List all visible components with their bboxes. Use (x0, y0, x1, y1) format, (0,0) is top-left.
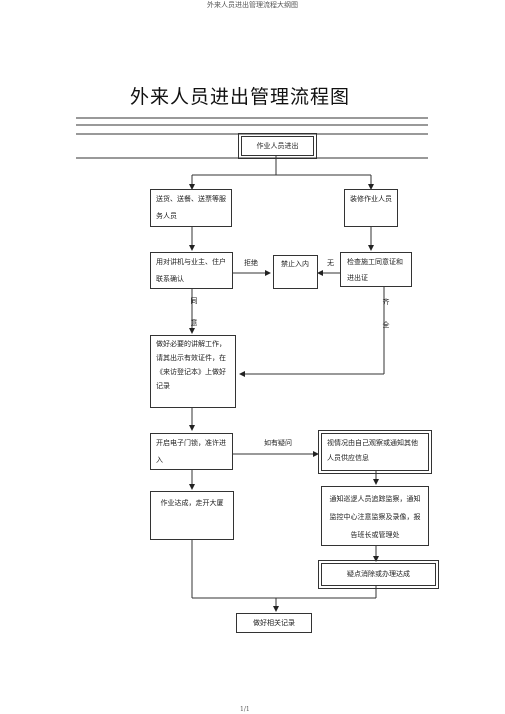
node-done-leave: 作业达成，走开大厦 (150, 491, 234, 540)
node-open-door: 开启电子门锁，准许进入 (150, 433, 233, 470)
page-header: 外来人员进出管理流程大纲图 (207, 1, 298, 9)
label-none: 无 (327, 259, 334, 267)
node-repair: 装修作业人员 (344, 189, 398, 227)
label-complete-2: 全 (382, 321, 390, 329)
label-agree-1: 同 (190, 297, 198, 305)
node-forbid: 禁止入内 (273, 255, 318, 289)
label-complete-1: 齐 (382, 298, 390, 306)
node-observe: 视情况由自己观察或通知其他人员供应信息 (318, 430, 432, 474)
label-suspicious: 如有疑问 (264, 439, 292, 447)
node-start: 作业人员进出 (238, 133, 317, 159)
node-register: 做好必要的讲解工作，请其出示有效证件，在《来访登记本》上做好记录 (150, 335, 236, 408)
page-footer: 1/1 (240, 706, 250, 713)
node-check-permit: 检查施工同意证和进出证 (340, 252, 412, 287)
node-delivery: 送货、送餐、送票等服务人员 (150, 189, 232, 227)
node-resolve: 疑点消除或办理达成 (318, 560, 439, 589)
node-notify: 通知巡逻人员追踪监察，通知监控中心注意监察及录像，报告班长或管理处 (321, 486, 429, 546)
node-record: 做好相关记录 (236, 613, 312, 633)
node-intercom: 用对讲机与业主、住户联系确认 (150, 252, 233, 289)
page-title: 外来人员进出管理流程图 (130, 86, 351, 108)
label-agree-2: 意 (190, 319, 198, 327)
label-reject: 拒绝 (244, 259, 258, 267)
